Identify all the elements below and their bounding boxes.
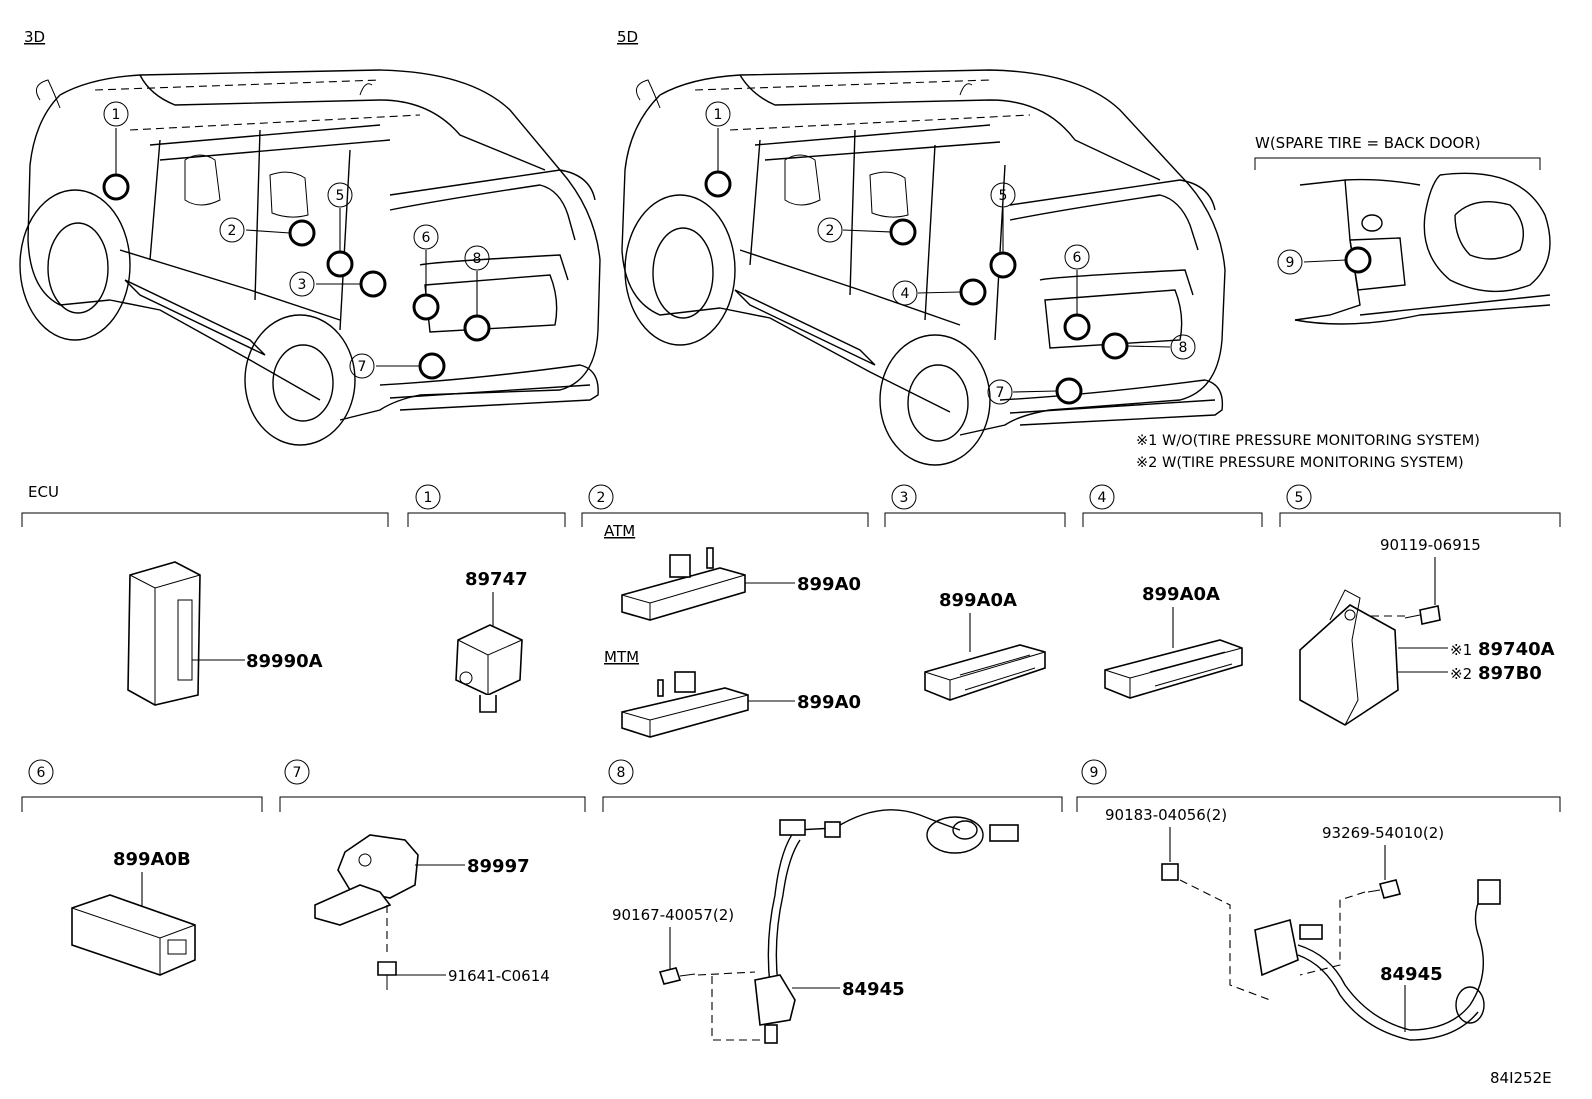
vehicle-5d-hotspots [704,128,1171,405]
note-1: ※1 W/O(TIRE PRESSURE MONITORING SYSTEM) [1136,433,1480,449]
svg-text:9: 9 [1286,255,1295,271]
part-number-89990A: 89990A [246,651,323,672]
svg-text:3: 3 [298,277,307,293]
section-2-atm-label: ATM [604,522,635,540]
part-number-90119-06915: 90119-06915 [1380,536,1481,554]
antenna-3-icon [924,644,1046,701]
svg-text:1: 1 [112,107,121,123]
bolt-5-icon [1404,605,1441,625]
section-9: 9 90183-04056(2) 93269-54010(2) 84945 [1076,759,1561,1041]
svg-text:6: 6 [37,765,46,781]
svg-text:3: 3 [900,490,909,506]
svg-text:2: 2 [826,223,835,239]
svg-text:7: 7 [293,765,302,781]
wire-harness-8-icon [754,809,1019,1044]
vehicle-5d-callouts: 1 2 5 4 6 8 7 [705,101,1196,405]
clip-8-icon [658,967,696,985]
figure-id: 84I252E [1490,1069,1552,1087]
part-number-84945-8: 84945 [842,979,905,1000]
svg-text:2: 2 [597,490,606,506]
section-2-mtm-label: MTM [604,648,639,666]
vehicle-5d-illustration [621,69,1226,466]
svg-text:4: 4 [901,286,910,302]
part-number-84945-9: 84945 [1380,964,1443,985]
svg-text:7: 7 [996,385,1005,401]
part-number-89747: 89747 [465,569,528,590]
receiver-5-icon [1299,589,1399,726]
svg-text:7: 7 [358,359,367,375]
svg-text:8: 8 [1179,340,1188,356]
svg-text:5: 5 [999,188,1008,204]
svg-text:4: 4 [1098,490,1107,506]
svg-text:8: 8 [617,765,626,781]
section-5: 5 90119-06915 ※1 89740A ※2 897B0 [1279,484,1561,726]
part-number-90167-40057: 90167-40057(2) [612,906,734,924]
part-number-90183-04056: 90183-04056(2) [1105,806,1227,824]
section-1: 1 89747 [407,484,566,713]
spare-tire-detail: W(SPARE TIRE = BACK DOOR) 9 [1254,134,1551,325]
part-number-899A0A-3: 899A0A [939,590,1017,611]
part-number-899A0-mtm: 899A0 [797,692,861,713]
svg-text:1: 1 [714,107,723,123]
part-number-89997: 89997 [467,856,530,877]
note-mark-2: ※2 [1450,665,1472,683]
ecu-module-icon [127,561,201,706]
nut-9-icon [1161,863,1179,881]
part-number-899A0B: 899A0B [113,849,191,870]
part-number-91641-C0614: 91641-C0614 [448,967,550,985]
section-2: 2 ATM 899A0 MTM 899A0 [581,484,869,738]
bolt-7-icon [377,961,397,990]
part-number-899A0-atm: 899A0 [797,574,861,595]
part-number-89740A: 89740A [1478,639,1555,660]
antenna-mtm-icon [621,671,749,738]
vehicle-3d-illustration [19,69,601,446]
svg-text:5: 5 [336,188,345,204]
svg-text:5: 5 [1295,490,1304,506]
sensor-1-icon [455,624,523,713]
view-label-3d: 3D [24,28,45,46]
part-number-897B0: 897B0 [1478,663,1542,684]
antenna-atm-icon [621,547,746,621]
section-6: 6 899A0B [21,759,263,976]
view-label-5d: 5D [617,28,638,46]
section-ecu: ECU 89990A [21,483,389,706]
part-number-93269-54010: 93269-54010(2) [1322,824,1444,842]
svg-text:9: 9 [1090,765,1099,781]
note-2: ※2 W(TIRE PRESSURE MONITORING SYSTEM) [1136,455,1464,471]
svg-text:1: 1 [424,490,433,506]
section-3: 3 899A0A [884,484,1066,701]
svg-text:6: 6 [1073,250,1082,266]
sensor-7-icon [314,834,419,926]
part-number-899A0A-4: 899A0A [1142,584,1220,605]
svg-text:8: 8 [473,251,482,267]
svg-text:2: 2 [228,223,237,239]
note-mark-1: ※1 [1450,641,1472,659]
antenna-4-icon [1104,639,1243,699]
svg-text:6: 6 [422,230,431,246]
section-7: 7 89997 91641-C0614 [279,759,586,990]
spare-tire-title: W(SPARE TIRE = BACK DOOR) [1255,134,1481,152]
vehicle-3d-callouts: 1 2 5 3 6 8 7 [103,101,490,379]
section-8: 8 84945 90167-40057(2) [602,759,1063,1044]
wire-harness-9-icon [1254,879,1501,1041]
section-ecu-title: ECU [28,483,59,501]
vehicle-3d-hotspots [102,128,491,380]
antenna-6-icon [71,894,196,976]
clip-9-icon [1367,879,1401,899]
section-4: 4 899A0A [1082,484,1263,699]
